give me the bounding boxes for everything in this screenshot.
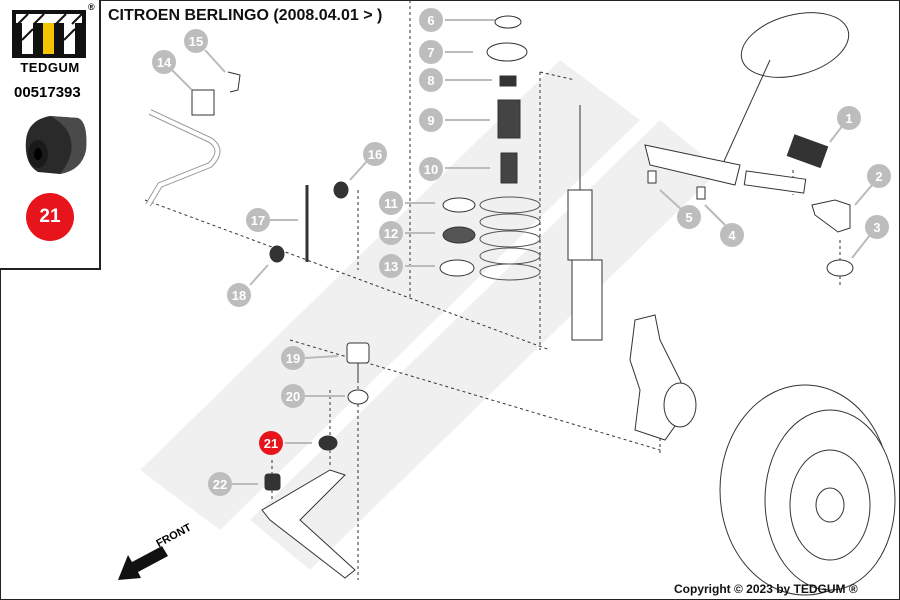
callout-1[interactable]: 1 bbox=[837, 106, 861, 130]
part-1 bbox=[786, 134, 829, 169]
callout-7[interactable]: 7 bbox=[419, 40, 443, 64]
assembly-lines bbox=[144, 0, 841, 580]
callout-20[interactable]: 20 bbox=[281, 384, 305, 408]
part-11 bbox=[442, 197, 476, 213]
part-14 bbox=[191, 89, 215, 116]
position-badge: 21 bbox=[26, 193, 74, 241]
callout-18[interactable]: 18 bbox=[227, 283, 251, 307]
shock-absorber bbox=[567, 105, 603, 341]
part-2 bbox=[811, 199, 851, 233]
callout-17[interactable]: 17 bbox=[246, 208, 270, 232]
callout-22[interactable]: 22 bbox=[208, 472, 232, 496]
part-12 bbox=[442, 226, 476, 244]
callout-5[interactable]: 5 bbox=[677, 205, 701, 229]
callout-11[interactable]: 11 bbox=[379, 191, 403, 215]
part-19 bbox=[346, 342, 370, 364]
callout-6[interactable]: 6 bbox=[419, 8, 443, 32]
steering-wheel bbox=[740, 12, 850, 78]
part-7 bbox=[486, 42, 528, 62]
part-9 bbox=[497, 99, 521, 139]
part-10 bbox=[500, 152, 518, 184]
part-18 bbox=[269, 245, 285, 263]
callout-16[interactable]: 16 bbox=[363, 142, 387, 166]
part-number: 00517393 bbox=[14, 84, 81, 101]
part-22 bbox=[264, 473, 281, 491]
part-5 bbox=[647, 170, 657, 184]
callout-arrows bbox=[171, 19, 873, 485]
bushing-product-image bbox=[25, 116, 87, 174]
registered-mark: ® bbox=[88, 2, 95, 12]
copyright-notice: Copyright © 2023 by TEDGUM ® bbox=[674, 582, 858, 596]
callout-21[interactable]: 21 bbox=[259, 431, 283, 455]
front-arrow-icon bbox=[118, 546, 168, 580]
tie-rod bbox=[743, 170, 807, 194]
vehicle-title: CITROEN BERLINGO (2008.04.01 > ) bbox=[108, 7, 383, 24]
steering-column bbox=[719, 59, 771, 171]
part-4 bbox=[696, 186, 706, 200]
callout-8[interactable]: 8 bbox=[419, 68, 443, 92]
wheel bbox=[719, 384, 896, 596]
part-3 bbox=[826, 259, 854, 277]
product-sidebar: ® TEDGUM 00517393 21 bbox=[0, 0, 101, 270]
callout-14[interactable]: 14 bbox=[152, 50, 176, 74]
part-16 bbox=[333, 181, 349, 199]
callout-19[interactable]: 19 bbox=[281, 346, 305, 370]
callout-15[interactable]: 15 bbox=[184, 29, 208, 53]
part-6 bbox=[494, 15, 522, 29]
steering-rack bbox=[644, 144, 741, 186]
callout-2[interactable]: 2 bbox=[867, 164, 891, 188]
part-20 bbox=[347, 389, 369, 405]
callout-4[interactable]: 4 bbox=[720, 223, 744, 247]
callout-3[interactable]: 3 bbox=[865, 215, 889, 239]
part-8 bbox=[499, 75, 517, 87]
callout-10[interactable]: 10 bbox=[419, 157, 443, 181]
part-21 bbox=[318, 435, 338, 451]
brand-name: TEDGUM bbox=[20, 60, 80, 75]
callout-12[interactable]: 12 bbox=[379, 221, 403, 245]
tedgum-logo-icon bbox=[12, 10, 86, 58]
lower-control-arm bbox=[261, 469, 356, 579]
callout-13[interactable]: 13 bbox=[379, 254, 403, 278]
part-13 bbox=[439, 259, 475, 277]
callout-9[interactable]: 9 bbox=[419, 108, 443, 132]
part-15 bbox=[227, 71, 241, 93]
coil-spring bbox=[479, 196, 541, 281]
